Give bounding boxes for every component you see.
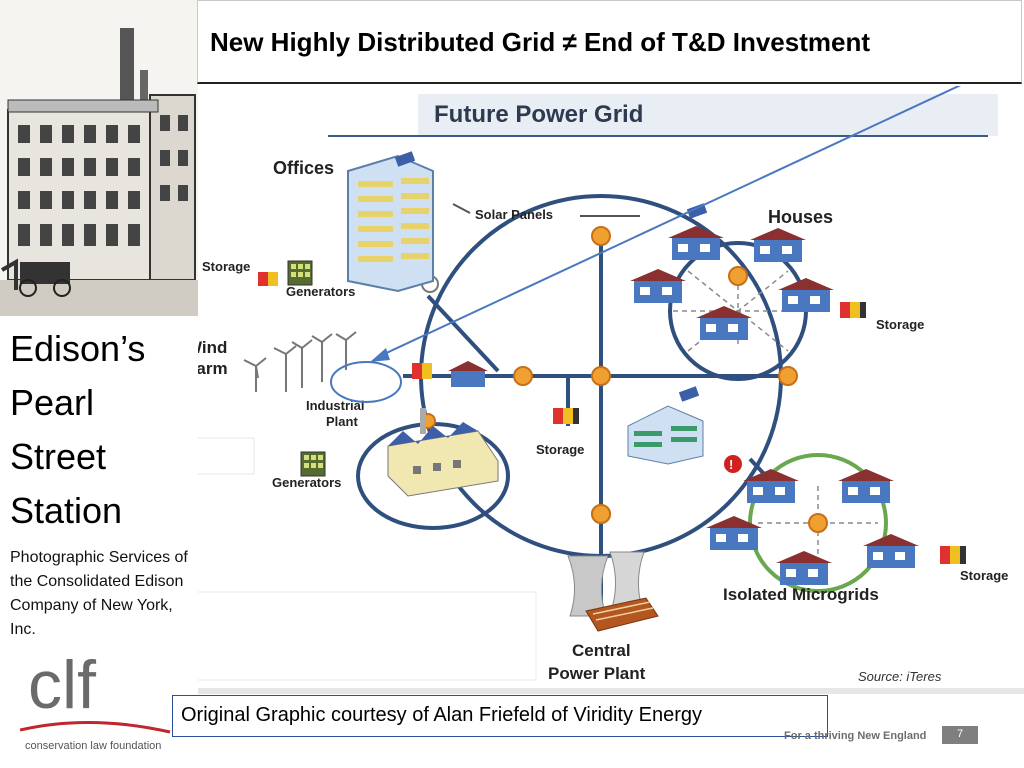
label-storage-microgrid: Storage [960, 568, 1008, 583]
grid-node [513, 366, 533, 386]
grid-node [728, 266, 748, 286]
microgrid-house-icons [706, 469, 919, 585]
caption-title: Edison’s Pearl Street Station [10, 322, 190, 538]
blank-box [179, 437, 255, 475]
label-wind-farm-2: Farm [198, 359, 228, 378]
generator-icon [287, 260, 313, 286]
edison-station-photo [0, 0, 198, 316]
graphic-credit: Original Graphic courtesy of Alan Friefe… [181, 704, 702, 726]
label-central-1: Central [572, 641, 631, 660]
office-building-icon [627, 386, 704, 465]
label-central-2: Power Plant [548, 664, 646, 683]
battery-icon [940, 546, 966, 564]
label-generators-bottom: Generators [272, 475, 341, 490]
label-offices: Offices [273, 158, 334, 178]
svg-text:!: ! [729, 457, 733, 472]
power-plant-icon [567, 551, 659, 632]
battery-icon [258, 272, 278, 286]
label-industrial-1: Industrial [306, 398, 365, 413]
footer-bar [198, 688, 1024, 694]
label-storage-houses: Storage [876, 317, 924, 332]
page-number-box: 7 [942, 726, 978, 744]
pointer-arrow [379, 83, 964, 357]
caption-title-line: Pearl [10, 382, 95, 423]
grid-node [591, 366, 611, 386]
page-number: 7 [956, 728, 964, 740]
footer-tagline: For a thriving New England [784, 730, 927, 742]
grid-node [591, 226, 611, 246]
grid-node [778, 366, 798, 386]
logo-text: clf [28, 650, 96, 723]
blank-box [179, 591, 537, 681]
house-icons [630, 226, 834, 340]
label-wind-farm-1: Wind [198, 338, 227, 357]
wind-turbine-icons [243, 331, 357, 392]
label-solar-panels: Solar Panels [475, 207, 553, 222]
caption-title-line: Station [10, 490, 123, 531]
solar-panel-icon [686, 203, 708, 219]
clf-logo: clf conservation law foundation [19, 647, 180, 755]
diagram-heading: Future Power Grid [434, 101, 643, 128]
future-power-grid-diagram: Future Power Grid [179, 83, 1024, 692]
label-storage: Storage [202, 259, 250, 274]
label-source: Source: iTeres [858, 669, 942, 684]
house-icon [448, 361, 488, 387]
label-generators: Generators [286, 284, 355, 299]
caption-title-line: Street [10, 436, 107, 477]
photo-caption: Edison’s Pearl Street Station Photograph… [10, 322, 190, 642]
office-tower-icon [347, 151, 434, 293]
label-houses: Houses [768, 207, 833, 227]
logo-subtitle: conservation law foundation [25, 740, 161, 752]
logo-swoosh [19, 720, 171, 734]
factory-icon [387, 408, 499, 497]
label-isolated-microgrids: Isolated Microgrids [723, 585, 879, 604]
highlight-circle [330, 361, 402, 403]
battery-icon [553, 408, 579, 424]
alert-icon [724, 455, 742, 473]
title-box: New Highly Distributed Grid ≠ End of T&D… [197, 0, 1022, 84]
generator-icon [300, 451, 326, 477]
graphic-credit-box: Original Graphic courtesy of Alan Friefe… [172, 695, 828, 737]
diagram-heading-band [418, 94, 998, 136]
battery-icon [840, 302, 866, 318]
battery-icon [412, 363, 432, 379]
caption-title-line: Edison’s [10, 328, 146, 369]
caption-credit: Photographic Services of the Consolidate… [10, 549, 188, 638]
grid-node [808, 513, 828, 533]
label-industrial-2: Plant [326, 414, 358, 429]
page-title: New Highly Distributed Grid ≠ End of T&D… [210, 27, 870, 57]
label-storage-center: Storage [536, 442, 584, 457]
